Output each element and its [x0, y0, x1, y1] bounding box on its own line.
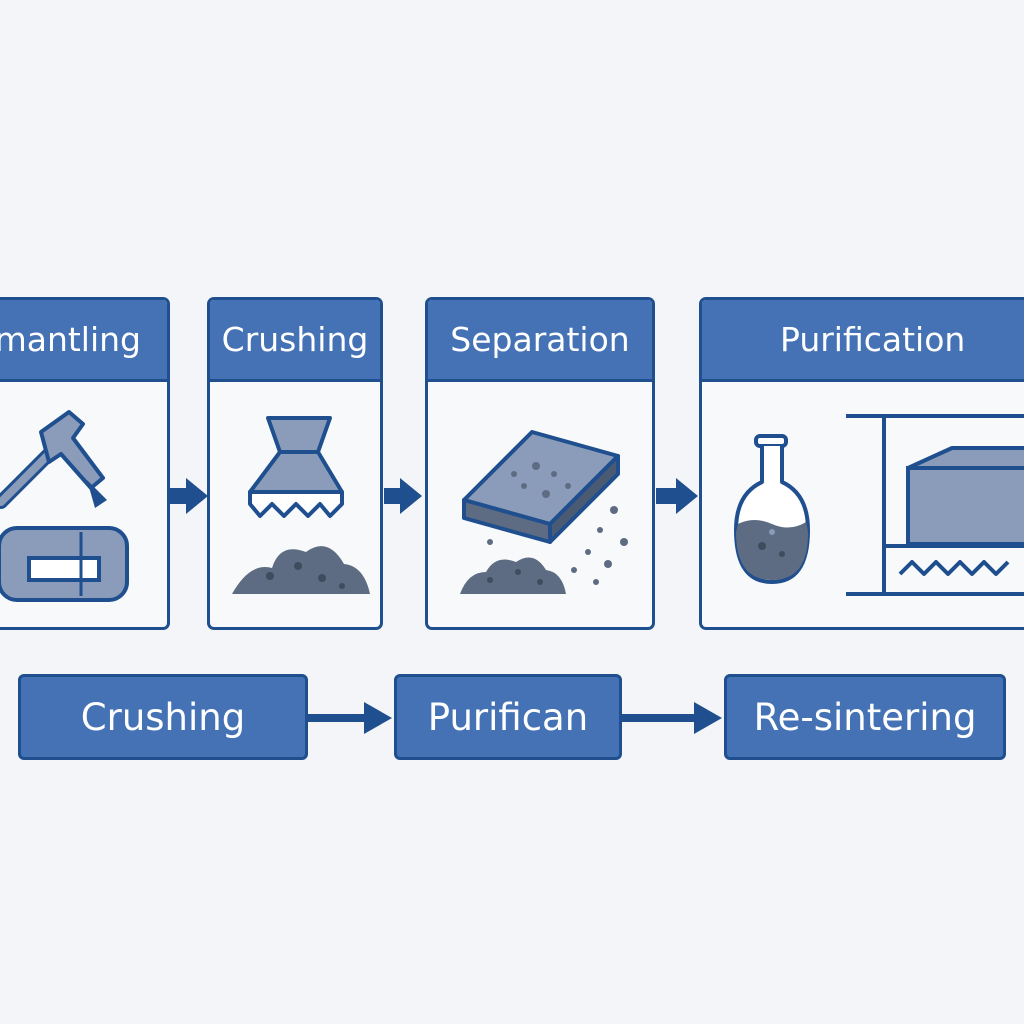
stage-card-dismantling: mantling	[0, 297, 170, 630]
hopper-icon	[248, 416, 344, 518]
stage-title: Crushing	[210, 300, 380, 382]
stage-card-crushing: Crushing	[207, 297, 383, 630]
particles-icon	[487, 506, 628, 585]
flow-step-crushing: Crushing	[18, 674, 308, 760]
stage-card-separation: Separation	[425, 297, 655, 630]
flow-arrow	[170, 478, 208, 514]
flow-step-purification: Purifican	[394, 674, 622, 760]
magnet-block-icon	[0, 526, 129, 602]
rubble-pile-icon	[232, 546, 370, 594]
hammer-icon	[0, 410, 107, 509]
flow-arrow	[656, 478, 698, 514]
flask-icon	[734, 434, 810, 584]
rubble-pile-icon	[460, 557, 566, 594]
block-icon	[906, 446, 1024, 546]
flow-arrow	[384, 478, 422, 514]
flow-arrow	[622, 702, 722, 734]
stage-card-purification: Purification	[699, 297, 1024, 630]
stage-title: Separation	[428, 300, 652, 382]
heating-zigzag-icon	[898, 560, 1010, 576]
stage-title: mantling	[0, 300, 167, 382]
flow-step-re-sintering: Re-sintering	[724, 674, 1006, 760]
flow-arrow	[308, 702, 392, 734]
block-icon	[462, 430, 620, 544]
stage-title: Purification	[702, 300, 1024, 382]
